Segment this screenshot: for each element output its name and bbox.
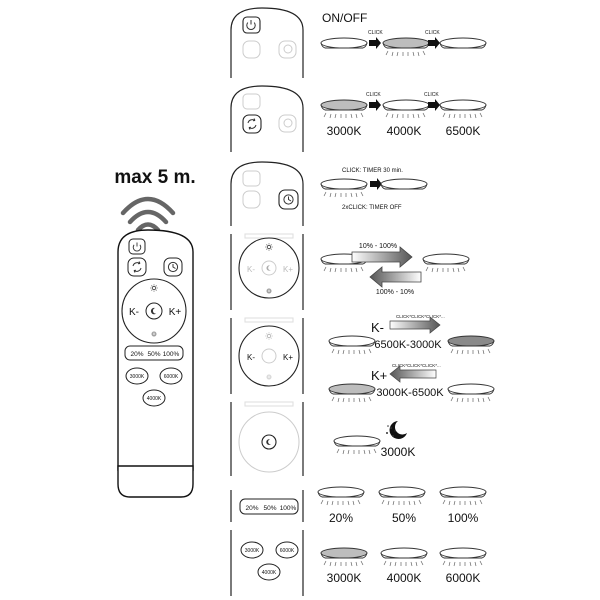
svg-text:CLICK*CLICK*CLICK*...: CLICK*CLICK*CLICK*... [396,314,445,319]
crop-temp-3000[interactable]: 3000K [245,548,260,554]
arrow-icon [369,99,381,111]
svg-text:3000K: 3000K [130,374,145,380]
preset-label-3000: 3000K [327,571,362,585]
remote-crop-dim: K- K+ [230,233,304,310]
remote-dial[interactable] [121,278,187,344]
preset-label-4000: 4000K [387,571,422,585]
remote-k-plus: K+ [169,307,182,318]
remote-crop-timer [230,161,304,226]
ct-range-a: 6500K-3000K [374,339,442,351]
lamp-6500k [328,335,376,347]
cct-label-4000: 4000K [387,124,422,138]
dim-down-label: 100% - 10% [376,289,414,296]
night-moon-icon [386,421,407,439]
preset-label-6000: 6000K [446,571,481,585]
lamp-6500k [447,383,495,395]
timer-click-label: CLICK: TIMER 30 min. [342,168,403,174]
ct-k-minus-key: K- [247,353,255,362]
dim-down-arrow [369,266,422,288]
remote-crop-percent: 20% 50% 100% [230,490,304,522]
night-label: 3000K [381,445,416,459]
remote-k-minus: K- [129,307,139,318]
ct-range-b: 3000K-6500K [376,387,444,399]
svg-text:CLICK: CLICK [368,30,383,36]
wifi-icon [120,196,176,233]
lamp-6500k [439,99,487,111]
lamp-4000k [382,99,430,111]
crop-pct-100[interactable]: 100% [280,505,297,512]
crop-pct-50[interactable]: 50% [263,505,276,512]
remote-pct-50[interactable]: 50% [147,351,160,358]
arrow-icon [370,178,382,190]
cct-label-3000: 3000K [327,124,362,138]
lamp-dim-high [422,253,470,265]
timer-double-label: 2xCLICK: TIMER OFF [342,205,402,211]
lamp-off [320,37,368,49]
svg-text:4000K: 4000K [147,396,162,402]
remote-cycle-button[interactable] [127,257,147,277]
lamp-3000k [320,547,368,559]
remote-crop-ct: K- K+ [230,317,304,394]
ct-k-minus-label: K- [371,320,384,335]
crop-temp-4000[interactable]: 4000K [262,570,277,576]
onoff-title: ON/OFF [322,11,367,25]
svg-text:CLICK*CLICK*CLICK*...: CLICK*CLICK*CLICK*... [392,363,441,368]
lamp-timer-on [320,178,368,190]
svg-text:CLICK: CLICK [425,30,440,36]
lamp-timer-off [380,178,428,190]
arrow-icon [428,37,440,49]
ct-arrow-a [389,316,441,334]
remote-crop-onoff [230,7,304,78]
dim-up-label: 10% - 100% [359,243,397,250]
remote-temp-3000-button[interactable]: 3000K [125,367,149,385]
lamp-6000k [439,547,487,559]
crop-pct-20[interactable]: 20% [245,505,258,512]
svg-text:6000K: 6000K [164,374,179,380]
svg-text:CLICK: CLICK [424,92,439,98]
cct-label-6500: 6500K [446,124,481,138]
dim-up-arrow [351,246,413,268]
remote-percent-buttons[interactable]: 20% 50% 100% [124,345,184,361]
lamp-3000k [320,99,368,111]
svg-text:K+: K+ [283,265,293,274]
arrow-icon [369,37,381,49]
crop-temp-6000[interactable]: 6000K [280,548,295,554]
lamp-3000k [447,335,495,347]
brightness-label-50: 50% [392,511,416,525]
lamp-off [439,37,487,49]
remote-crop-presets: 3000K 6000K 4000K [230,530,304,596]
svg-text:K-: K- [247,265,255,274]
ct-arrow-b [389,365,437,383]
range-label: max 5 m. [114,167,195,188]
lamp-4000k [380,547,428,559]
arrow-icon [428,99,440,111]
brightness-label-20: 20% [329,511,353,525]
remote-temp-6000-button[interactable]: 6000K [159,367,183,385]
remote-pct-20[interactable]: 20% [130,351,143,358]
lamp-on [382,37,430,49]
svg-text:CLICK: CLICK [366,92,381,98]
ct-k-plus-label: K+ [371,368,387,383]
ct-k-plus-key: K+ [283,353,293,362]
remote-temp-4000-button[interactable]: 4000K [142,389,166,407]
remote-power-button[interactable] [128,238,146,255]
remote-timer-button[interactable] [163,257,183,277]
lamp-night [333,435,381,447]
lamp-3000k [328,383,376,395]
lamp-20 [317,486,365,498]
remote-crop-cct [230,85,304,152]
lamp-100 [439,486,487,498]
lamp-50 [378,486,426,498]
brightness-label-100: 100% [448,511,479,525]
remote-pct-100[interactable]: 100% [163,351,180,358]
remote-crop-night [230,401,304,476]
